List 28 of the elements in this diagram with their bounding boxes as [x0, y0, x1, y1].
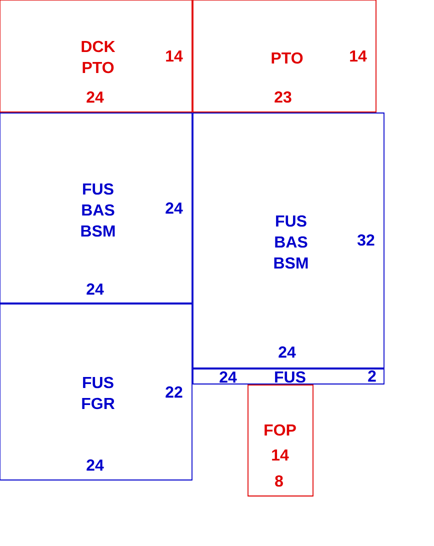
depth-label: 2	[368, 370, 376, 382]
depth-label: 24	[278, 346, 296, 358]
room-box	[192, 368, 384, 384]
depth-label: 24	[86, 283, 104, 295]
depth-label: 24	[86, 91, 104, 103]
room-box	[248, 384, 314, 496]
room-name: DCK PTO	[82, 40, 116, 74]
width-label: 32	[357, 234, 374, 246]
width-label: 24	[220, 371, 237, 383]
room-name: PTO	[272, 52, 303, 64]
room-box	[192, 112, 384, 368]
room-name: FUS FGR	[82, 376, 115, 410]
room-box	[0, 0, 192, 112]
room-name: FUS	[275, 371, 306, 383]
room-box	[0, 112, 192, 304]
room-name: FUS BAS BSM	[274, 215, 308, 269]
room-box	[0, 304, 192, 480]
width-label: 24	[166, 202, 183, 214]
depth-label: 23	[274, 91, 292, 103]
width-label: 22	[166, 386, 182, 398]
room-name: FUS BAS BSM	[81, 183, 115, 237]
room-name: FOP	[264, 424, 296, 436]
room-box	[192, 0, 376, 112]
width-label: 14	[350, 50, 367, 62]
width-label: 14	[272, 450, 289, 460]
width-label: 14	[166, 50, 183, 62]
depth-label: 8	[275, 475, 283, 487]
depth-label: 24	[86, 459, 104, 471]
